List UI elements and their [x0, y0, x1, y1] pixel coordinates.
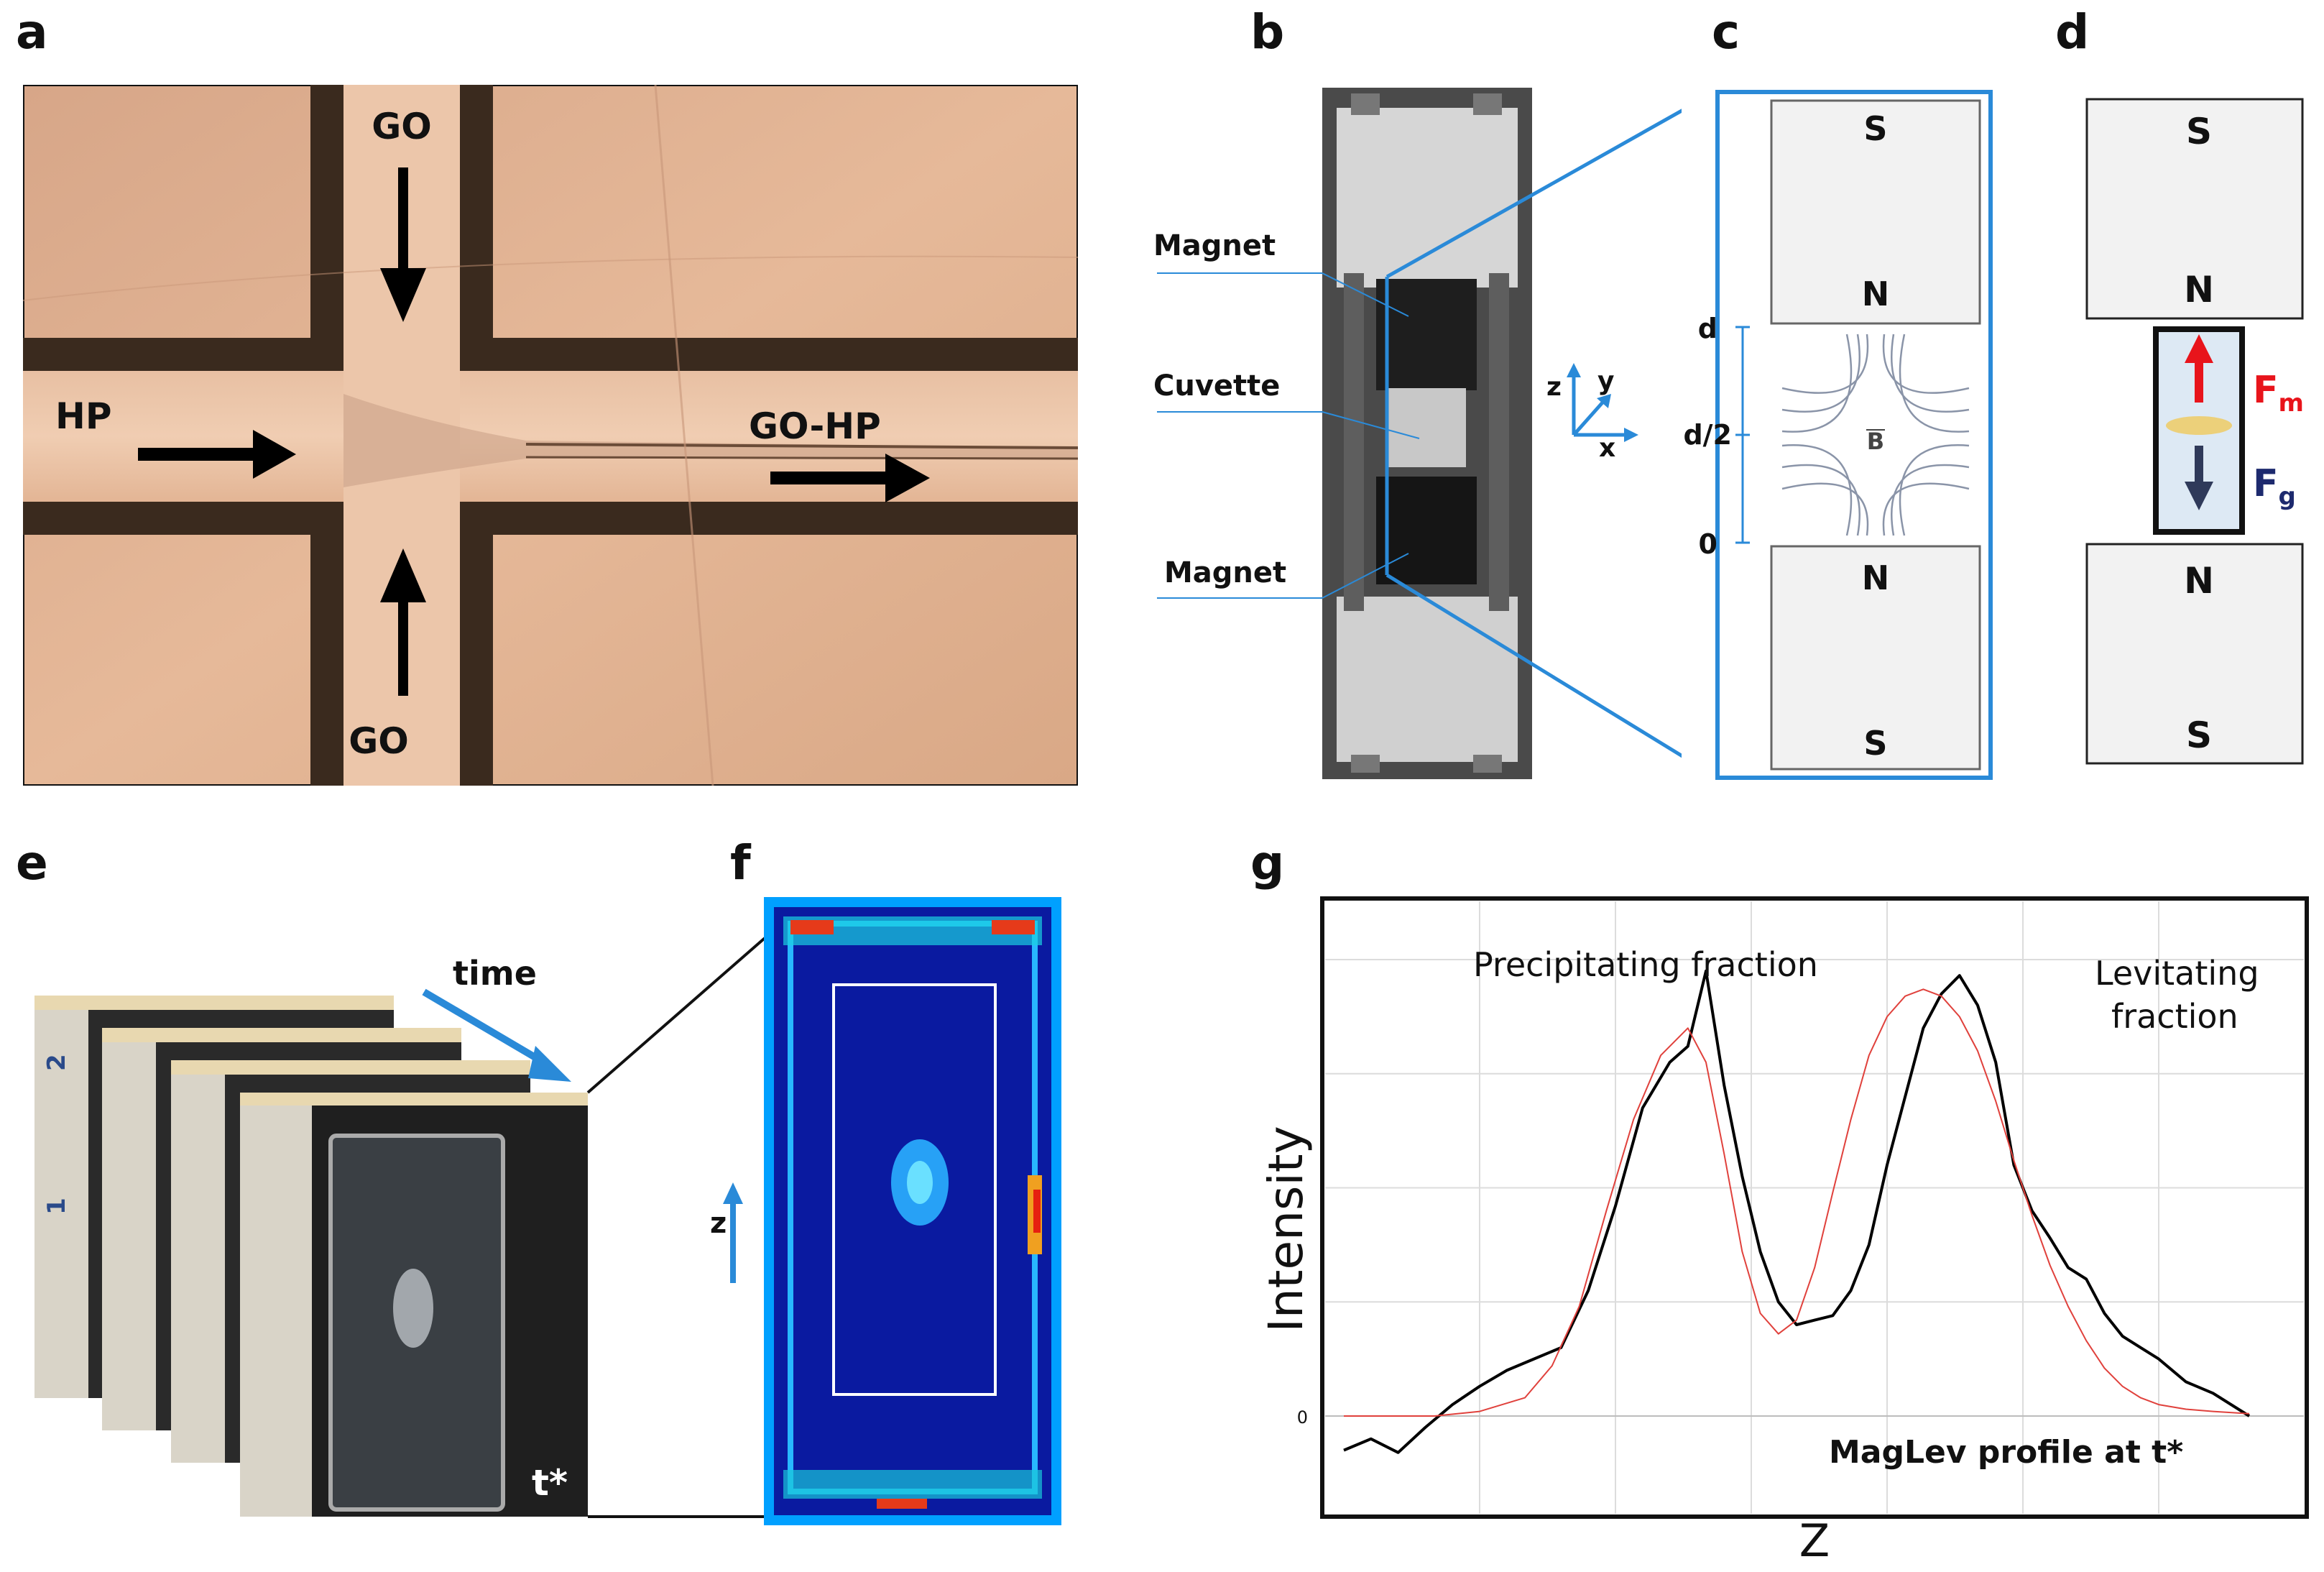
photo-frame-4	[240, 1093, 588, 1517]
ruler-number-1: 1	[42, 1198, 71, 1215]
panel-b-device: Magnet Cuvette Magnet z y x	[1153, 88, 1682, 779]
heatmap-axis-label-z: z	[710, 1207, 727, 1240]
pole-d-bottom-lower: S	[2186, 714, 2212, 756]
scale-label-d: d	[1698, 313, 1717, 344]
annotation-levitating-line1: Levitating	[2095, 954, 2259, 993]
chart-frame	[1320, 896, 2309, 1519]
label-cuvette: Cuvette	[1153, 369, 1280, 403]
pole-d-top-lower: N	[2184, 269, 2214, 311]
axis-label-z: z	[1546, 372, 1562, 402]
chart-series	[1343, 969, 2251, 1454]
scale-label-half: d/2	[1683, 419, 1732, 451]
panel-e-cuvette-time-series: 2 1 time t*	[34, 933, 769, 1518]
label-go-hp: GO-HP	[749, 405, 881, 447]
panel-letter-f: f	[730, 835, 751, 891]
label-magnet-bottom: Magnet	[1164, 556, 1286, 589]
pole-d-top-upper: S	[2186, 111, 2212, 152]
axis-label-y: y	[1597, 367, 1614, 396]
panel-letter-e: e	[16, 835, 48, 891]
chart-grid	[1325, 901, 2304, 1514]
panel-letter-g: g	[1250, 835, 1285, 891]
y-tick-zero: 0	[1297, 1407, 1308, 1428]
panel-a-microfluidic-image: GO GO HP GO-HP	[23, 85, 1078, 786]
annotation-maglev-profile: MagLev profile at t*	[1829, 1434, 2183, 1471]
pole-d-bottom-upper: N	[2184, 560, 2214, 602]
x-axis-title: Z	[1799, 1514, 1830, 1567]
panel-f-heatmap: z	[710, 897, 1061, 1525]
force-fm-label: Fm	[2253, 369, 2304, 418]
force-fm-sub: m	[2279, 389, 2304, 418]
pole-c-bottom-lower: S	[1863, 724, 1887, 763]
annotation-levitating-line2: fraction	[2111, 997, 2238, 1036]
panel-d-force-schematic: S N N S Fm Fg	[2085, 98, 2304, 765]
force-fg-sub: g	[2279, 482, 2296, 511]
label-magnet-top: Magnet	[1153, 229, 1276, 262]
pole-c-top-lower: N	[1862, 275, 1890, 313]
t-star-label: t*	[532, 1462, 568, 1504]
panel-g-chart: Intensity Z 0 Precipitating fraction Lev…	[1258, 896, 2309, 1567]
label-go-bottom: GO	[349, 720, 409, 762]
panel-letter-c: c	[1712, 4, 1740, 60]
label-hp: HP	[55, 395, 112, 437]
axis-label-x: x	[1599, 433, 1615, 463]
panel-letter-b: b	[1250, 4, 1285, 60]
label-go-top: GO	[372, 106, 432, 147]
panel-letter-d: d	[2055, 4, 2090, 60]
series-line-fit	[1344, 988, 2250, 1417]
force-fg-main: F	[2253, 462, 2279, 505]
panel-c-magnet-schematic: S N N S B d d/2 0	[1683, 90, 1993, 780]
y-axis-title: Intensity	[1258, 1126, 1314, 1332]
pole-c-top-upper: S	[1863, 109, 1887, 148]
ruler-number-2: 2	[42, 1054, 71, 1071]
force-fg-label: Fg	[2253, 462, 2296, 511]
time-label: time	[453, 954, 537, 993]
annotation-precipitating: Precipitating fraction	[1473, 945, 1818, 984]
series-line-measured	[1343, 969, 2251, 1454]
field-label-b: B	[1867, 428, 1884, 455]
force-fm-main: F	[2253, 369, 2279, 412]
scale-label-zero: 0	[1699, 528, 1717, 560]
panel-letter-a: a	[16, 4, 48, 60]
pole-c-bottom-upper: N	[1862, 559, 1890, 597]
